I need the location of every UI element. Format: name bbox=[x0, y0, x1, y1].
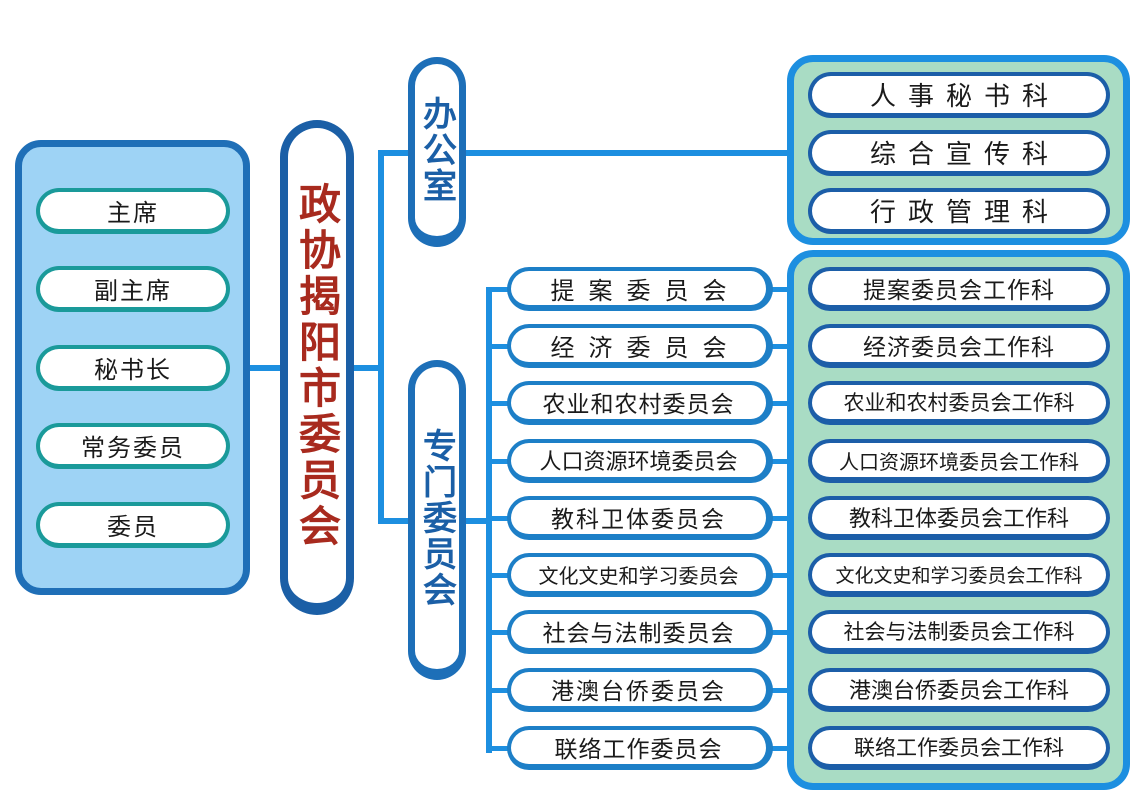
leadership-item-secretary-general: 秘书长 bbox=[36, 345, 230, 391]
committee-department: 港澳台侨委员会工作科 bbox=[808, 668, 1110, 712]
connector-committee-branch bbox=[486, 630, 510, 635]
committee-department: 提案委员会工作科 bbox=[808, 267, 1110, 311]
connector-org-out bbox=[352, 365, 382, 371]
committee-item: 提案委员会 bbox=[507, 267, 773, 311]
committee-department: 教科卫体委员会工作科 bbox=[808, 496, 1110, 540]
committee-department: 文化文史和学习委员会工作科 bbox=[808, 553, 1110, 597]
office-box: 办公室 bbox=[408, 57, 466, 247]
committee-item: 港澳台侨委员会 bbox=[507, 668, 773, 712]
committee-item: 文化文史和学习委员会 bbox=[507, 553, 773, 597]
connector-committee-branch bbox=[486, 459, 510, 464]
connector-committee-branch bbox=[486, 344, 510, 349]
connector-committee-branch bbox=[486, 746, 510, 751]
leadership-item-vice-chairman: 副主席 bbox=[36, 266, 230, 312]
office-unit: 综合宣传科 bbox=[808, 130, 1110, 176]
connector-leadership-to-org bbox=[250, 365, 284, 371]
connector-office-to-units bbox=[464, 150, 790, 156]
office-title: 办公室 bbox=[416, 96, 457, 204]
special-committees-box: 专门委员会 bbox=[408, 360, 466, 680]
connector-committee-branch bbox=[486, 516, 510, 521]
org-title-box: 政协揭阳市委员会 bbox=[280, 120, 354, 615]
leadership-item-chairman: 主席 bbox=[36, 188, 230, 234]
connector-committee-branch bbox=[486, 688, 510, 693]
leadership-item-standing-member: 常务委员 bbox=[36, 423, 230, 469]
office-unit: 行政管理科 bbox=[808, 188, 1110, 234]
committee-item: 联络工作委员会 bbox=[507, 726, 773, 770]
connector-to-special bbox=[378, 518, 410, 524]
leadership-item-member: 委员 bbox=[36, 502, 230, 548]
office-unit: 人事秘书科 bbox=[808, 72, 1110, 118]
connector-org-trunk bbox=[378, 150, 384, 524]
connector-special-out bbox=[464, 518, 488, 524]
connector-committee-branch bbox=[486, 573, 510, 578]
committee-item: 人口资源环境委员会 bbox=[507, 439, 773, 483]
committee-department: 经济委员会工作科 bbox=[808, 324, 1110, 368]
connector-committee-branch bbox=[486, 287, 510, 292]
committee-item: 农业和农村委员会 bbox=[507, 381, 773, 425]
org-title: 政协揭阳市委员会 bbox=[292, 181, 342, 550]
committee-department: 联络工作委员会工作科 bbox=[808, 726, 1110, 770]
committee-department: 社会与法制委员会工作科 bbox=[808, 610, 1110, 654]
committee-department: 人口资源环境委员会工作科 bbox=[808, 439, 1110, 483]
special-committees-title: 专门委员会 bbox=[416, 428, 457, 608]
committee-department: 农业和农村委员会工作科 bbox=[808, 381, 1110, 425]
committee-item: 经济委员会 bbox=[507, 324, 773, 368]
connector-to-office bbox=[378, 150, 410, 156]
connector-committee-branch bbox=[486, 401, 510, 406]
committee-item: 教科卫体委员会 bbox=[507, 496, 773, 540]
committee-item: 社会与法制委员会 bbox=[507, 610, 773, 654]
